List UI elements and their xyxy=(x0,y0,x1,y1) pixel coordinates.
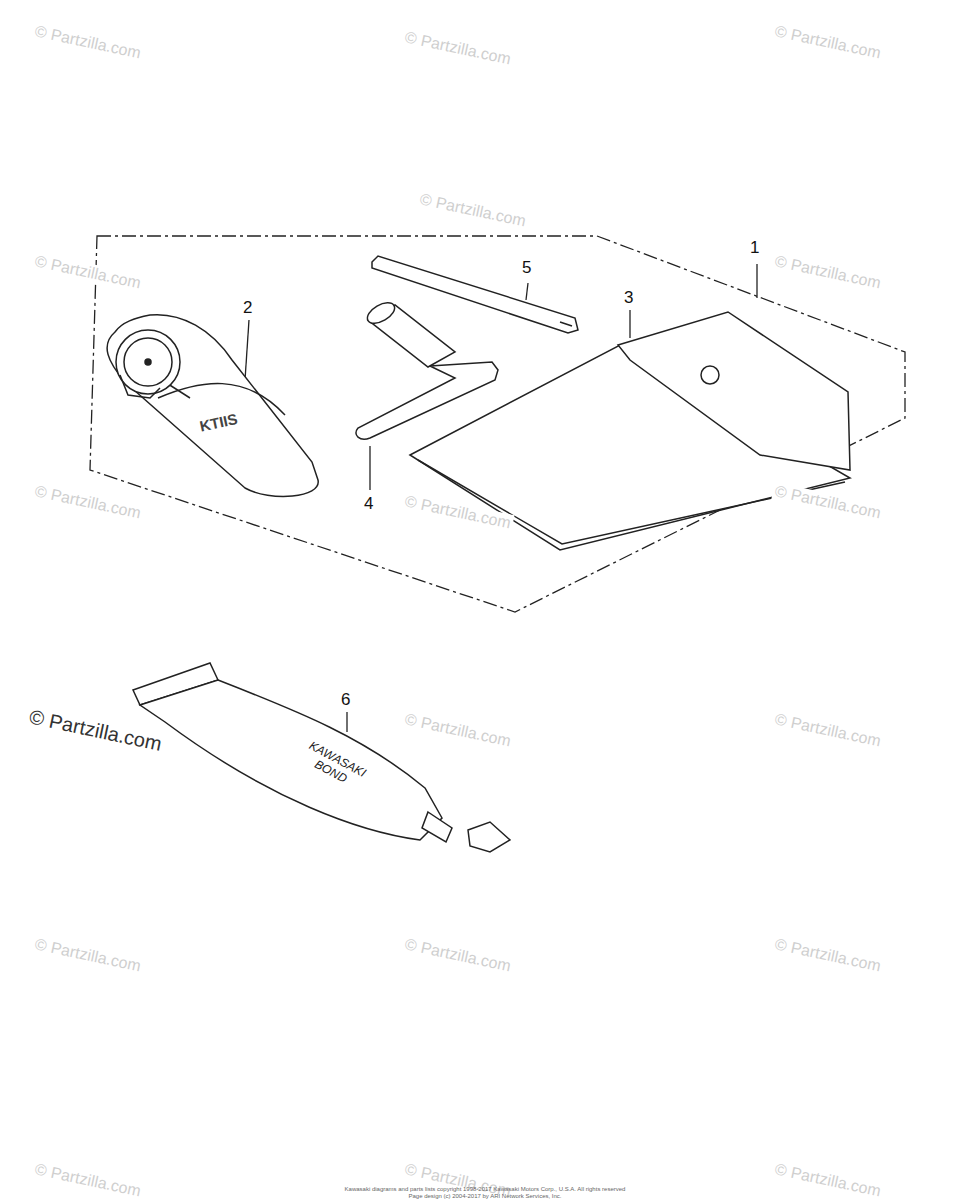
watermark: © Partzilla.com xyxy=(31,935,144,976)
leader-line xyxy=(346,712,347,732)
watermark: © Partzilla.com xyxy=(31,252,144,293)
flat-wrench xyxy=(372,256,578,333)
plug-wrench xyxy=(356,299,498,440)
watermark: © Partzilla.com xyxy=(31,1160,144,1200)
watermark: © Partzilla.com xyxy=(31,22,144,63)
watermark: © Partzilla.com xyxy=(25,705,166,756)
callout-number: 2 xyxy=(243,298,252,318)
copyright-footer: Page design (c) 2004-2017 by ARI Network… xyxy=(285,1193,685,1200)
watermark: © Partzilla.com xyxy=(771,252,884,293)
leader-line xyxy=(629,310,630,338)
watermark: © Partzilla.com xyxy=(401,935,514,976)
watermark: © Partzilla.com xyxy=(771,1160,884,1200)
leader-line xyxy=(245,320,249,380)
callout-number: 5 xyxy=(522,258,531,278)
watermark: © Partzilla.com xyxy=(401,710,514,751)
watermark: © Partzilla.com xyxy=(771,935,884,976)
kit-outline xyxy=(90,236,905,612)
watermark: © Partzilla.com xyxy=(771,710,884,751)
callout-number: 6 xyxy=(341,690,350,710)
leader-line xyxy=(526,283,528,300)
watermark: © Partzilla.com xyxy=(416,190,529,231)
watermark: © Partzilla.com xyxy=(771,482,884,523)
watermark: © Partzilla.com xyxy=(771,22,884,63)
copyright-footer: Kawasaki diagrams and parts lists copyri… xyxy=(285,1186,685,1193)
callout-number: 1 xyxy=(750,238,759,258)
leader-line xyxy=(369,446,370,490)
callout-number: 3 xyxy=(624,288,633,308)
gauge-pouch xyxy=(107,315,318,497)
watermark: © Partzilla.com xyxy=(31,482,144,523)
callout-number: 4 xyxy=(364,494,373,514)
leader-line xyxy=(756,264,757,298)
bond-tube xyxy=(133,663,510,852)
watermark: © Partzilla.com xyxy=(401,28,514,69)
